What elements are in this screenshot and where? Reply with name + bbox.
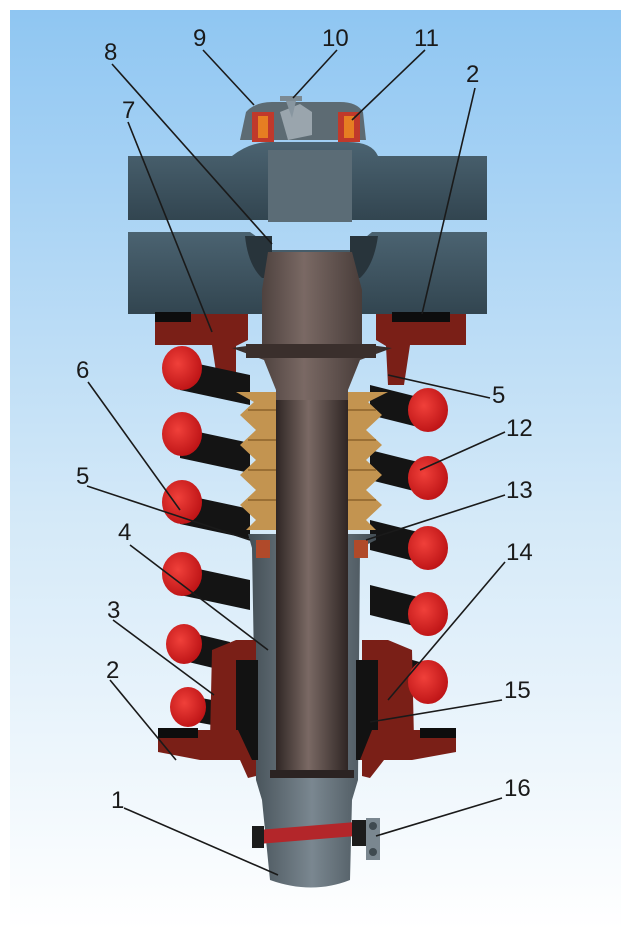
callout-11: 11 xyxy=(414,25,439,52)
seal-left xyxy=(256,540,270,558)
callout-16: 16 xyxy=(504,775,531,802)
callout-8: 8 xyxy=(104,39,117,66)
callout-2-right: 2 xyxy=(466,61,479,88)
callout-12: 12 xyxy=(506,415,533,442)
protective-bellows xyxy=(236,392,388,530)
callout-6: 6 xyxy=(76,357,89,384)
callout-5-left: 5 xyxy=(76,463,89,490)
callout-1: 1 xyxy=(111,787,124,814)
piston-rod-head xyxy=(232,252,392,410)
piston-rod xyxy=(276,400,348,776)
callout-2-left: 2 xyxy=(106,657,119,684)
callout-13: 13 xyxy=(506,477,533,504)
callout-4: 4 xyxy=(118,519,131,546)
seal-right xyxy=(354,540,368,558)
clamp-band xyxy=(252,818,380,860)
leader-lines xyxy=(86,49,506,876)
callout-15: 15 xyxy=(504,677,531,704)
upper-spring-seat xyxy=(155,314,248,385)
callout-5-right: 5 xyxy=(492,382,505,409)
callout-14: 14 xyxy=(506,539,533,566)
callout-9-label: 9 xyxy=(193,25,206,52)
callout-10: 10 xyxy=(322,25,349,52)
top-cap-assembly xyxy=(240,96,366,142)
callout-7: 7 xyxy=(122,97,135,124)
callout-3: 3 xyxy=(107,597,120,624)
spring-cross-sections xyxy=(162,346,448,727)
upper-frame-boss xyxy=(268,150,352,222)
